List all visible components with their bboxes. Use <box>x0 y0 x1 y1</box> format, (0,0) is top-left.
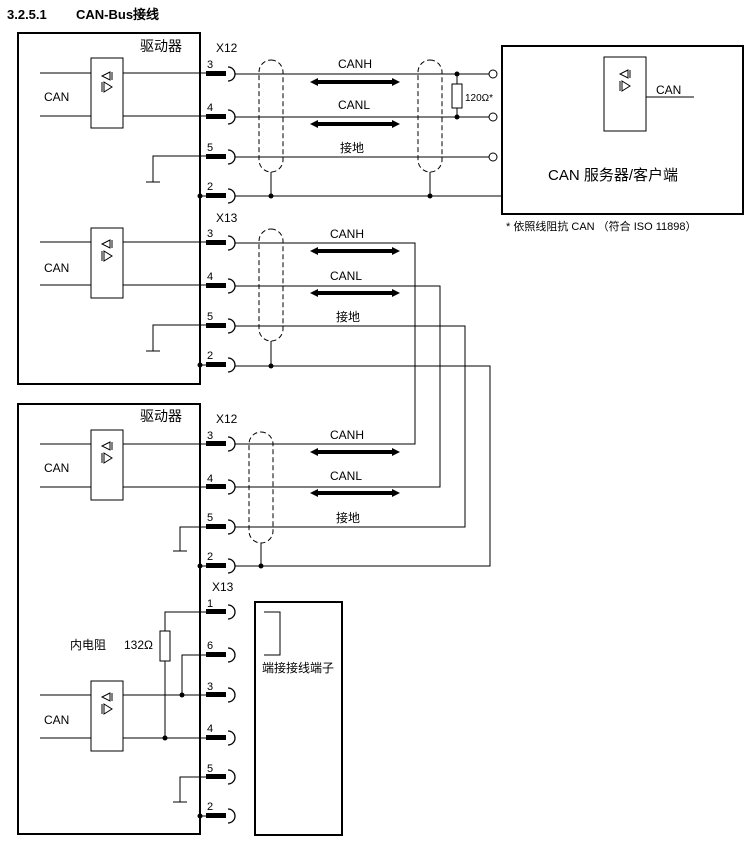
drive-2-transceiver-a: CAN <box>40 429 220 501</box>
ground-label-3: 接地 <box>336 510 360 525</box>
drive-1-x13-pin-5: 5 <box>207 311 213 323</box>
drive-2-x13-pin-6: 6 <box>207 640 213 652</box>
internal-resistor-value: 132Ω <box>124 638 153 652</box>
drive-2-x13-pin-2: 2 <box>207 801 213 813</box>
server-can-port-label: CAN <box>656 83 681 97</box>
drive-2-x12-pin-4: 4 <box>207 473 213 485</box>
drive-1-transceiver-b: CAN <box>40 227 220 299</box>
drive-2-x13-pin-5: 5 <box>207 763 213 775</box>
can-server: CAN CAN 服务器/客户端 <box>501 45 744 215</box>
drive-1-x13-label: X13 <box>216 211 238 225</box>
drive-1-x13-pin-2: 2 <box>207 350 213 362</box>
terminating-resistor-label: 120Ω* <box>465 93 493 104</box>
canh-label-3: CANH <box>330 428 364 442</box>
footnote: * 依照线阻抗 CAN （符合 ISO 11898） <box>506 219 697 233</box>
drive-1-label: 驱动器 <box>140 38 182 54</box>
drive-2: 驱动器 CAN 内电阻 132Ω <box>17 403 220 835</box>
canh-label-1: CANH <box>338 57 372 71</box>
section-number: 3.2.5.1 <box>7 7 47 22</box>
internal-resistor-label: 内电阻 <box>70 638 106 652</box>
drive-2-x12-label: X12 <box>216 412 238 426</box>
ground-label-1: 接地 <box>340 140 364 155</box>
drive-2-x13-pin-3: 3 <box>207 681 213 693</box>
drive-1-x13-pin-4: 4 <box>207 271 213 283</box>
drive-2-x13-pin-1: 1 <box>207 598 213 610</box>
drive-1: 驱动器 CAN CAN <box>17 32 220 385</box>
drive-2-plug-symbols <box>206 436 236 824</box>
drive-1-x12-label: X12 <box>216 41 238 55</box>
ground-label-2: 接地 <box>336 309 360 324</box>
drive-1-x12-pin-4: 4 <box>207 102 213 114</box>
terminal-block: 端接接线端子 <box>254 601 343 836</box>
drive-2-x12-pin-5: 5 <box>207 512 213 524</box>
drive-1-x13-pin-3: 3 <box>207 228 213 240</box>
section-title: CAN-Bus接线 <box>76 7 159 22</box>
server-label: CAN 服务器/客户端 <box>548 167 678 184</box>
terminal-block-label: 端接接线端子 <box>262 660 334 675</box>
daisy-chain-wiring <box>235 228 491 567</box>
drive-1-x12-pin-2: 2 <box>207 181 213 193</box>
drive-2-x13-pin-4: 4 <box>207 723 213 735</box>
drive-1-x12-pin-5: 5 <box>207 142 213 154</box>
drive-2-x12-pin-3: 3 <box>207 430 213 442</box>
drive-2-transceiver-b: CAN <box>40 680 220 752</box>
drive-1-transceiver-a: CAN <box>40 57 220 129</box>
canl-label-3: CANL <box>330 469 362 483</box>
canl-label-1: CANL <box>338 98 370 112</box>
drive-2-x13-label: X13 <box>212 580 234 594</box>
drive-1-can-label-a: CAN <box>44 90 69 104</box>
canh-label-2: CANH <box>330 227 364 241</box>
top-bus-wiring <box>235 59 502 197</box>
drive-2-can-label-b: CAN <box>44 713 69 727</box>
drive-1-x12-pin-3: 3 <box>207 59 213 71</box>
drive-2-can-label-a: CAN <box>44 461 69 475</box>
canl-label-2: CANL <box>330 269 362 283</box>
drive-2-x12-pin-2: 2 <box>207 551 213 563</box>
drive-2-label: 驱动器 <box>140 408 182 424</box>
drive-1-box <box>17 32 201 385</box>
drive-1-can-label-b: CAN <box>44 261 69 275</box>
drive-2-box <box>17 403 201 835</box>
